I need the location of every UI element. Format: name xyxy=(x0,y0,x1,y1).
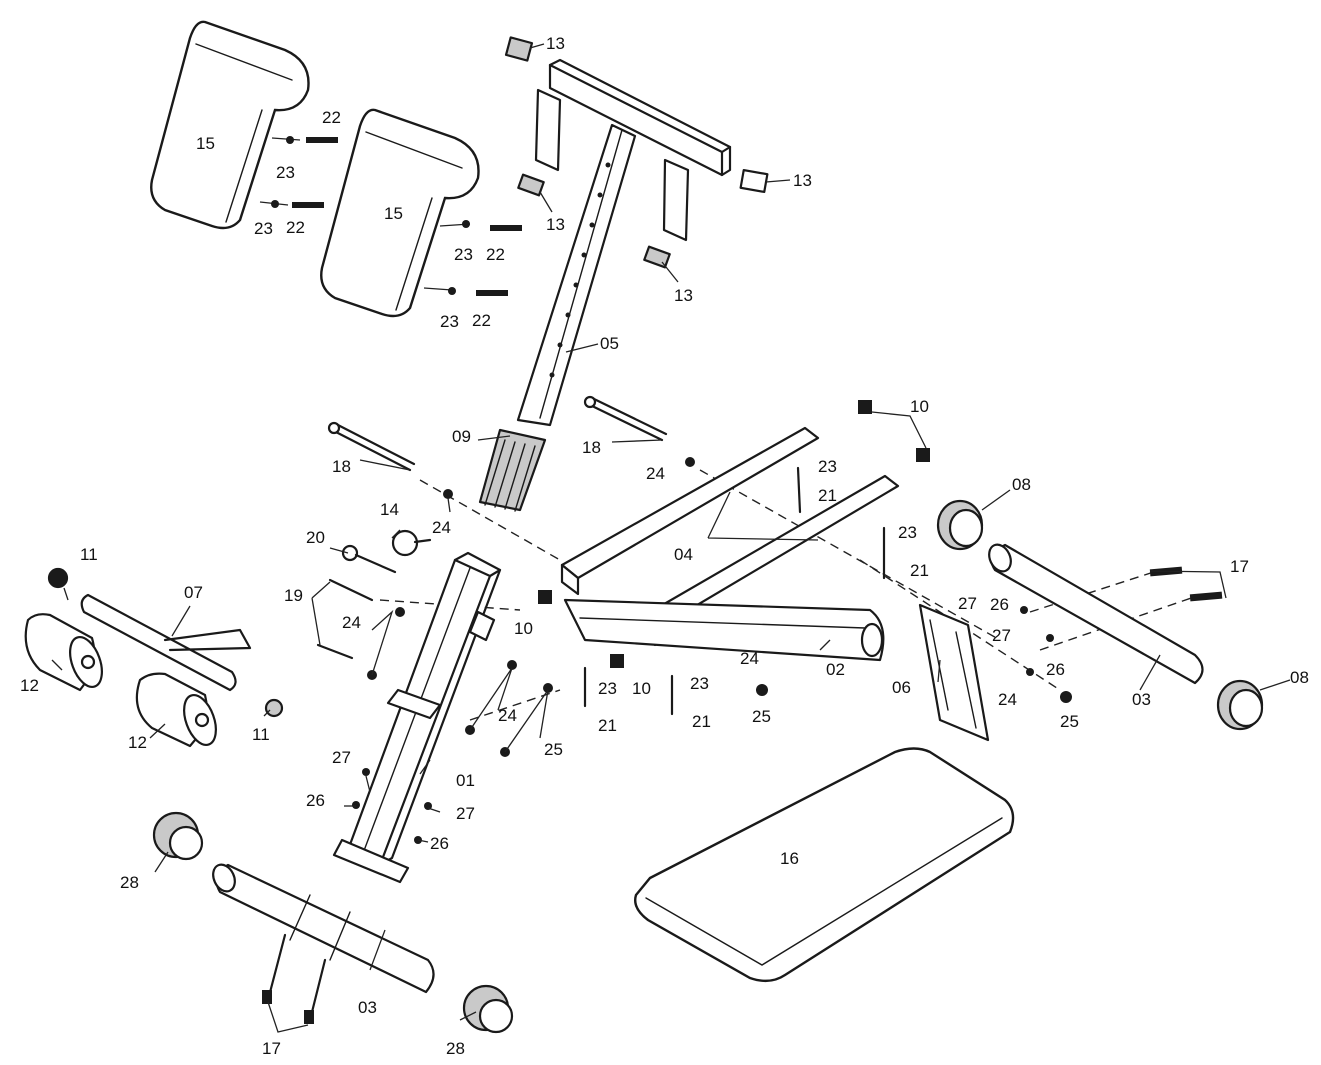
label-19: 19 xyxy=(284,586,303,605)
end-caps-28 xyxy=(152,811,514,1034)
label-27-a: 27 xyxy=(958,594,977,613)
upper-frame-05 xyxy=(516,58,732,427)
small-hardware xyxy=(352,400,1072,844)
label-23-h: 23 xyxy=(690,674,709,693)
label-25-a: 25 xyxy=(544,740,563,759)
label-03-front: 03 xyxy=(358,998,377,1017)
back-pad-upper xyxy=(150,20,310,230)
back-pad-lower xyxy=(320,108,480,318)
label-21-a: 21 xyxy=(818,486,837,505)
pop-pin-knob-14 xyxy=(391,529,432,557)
label-11-bottom: 11 xyxy=(252,725,270,744)
label-10-left: 10 xyxy=(514,619,533,638)
end-caps-11 xyxy=(47,567,284,718)
label-24-b: 24 xyxy=(646,464,665,483)
label-22-a: 22 xyxy=(322,108,341,127)
label-06: 06 xyxy=(892,678,911,697)
label-08-lower: 08 xyxy=(1290,668,1309,687)
label-17-rear: 17 xyxy=(1230,557,1249,576)
base-tube-03-front xyxy=(212,863,435,994)
rods-18 xyxy=(327,395,695,499)
label-16: 16 xyxy=(780,849,799,868)
label-12-right: 12 xyxy=(128,733,147,752)
label-26-d: 26 xyxy=(430,834,449,853)
label-07: 07 xyxy=(184,583,203,602)
label-24-c: 24 xyxy=(342,613,361,632)
label-08-upper: 08 xyxy=(1012,475,1031,494)
label-23-f: 23 xyxy=(898,523,917,542)
label-09: 09 xyxy=(452,427,471,446)
label-03-rear: 03 xyxy=(1132,690,1151,709)
seat-frame-02 xyxy=(563,598,885,662)
label-25-b: 25 xyxy=(752,707,771,726)
label-11-top: 11 xyxy=(80,545,98,564)
main-frame-01 xyxy=(332,551,502,884)
label-23-e: 23 xyxy=(818,457,837,476)
part-number-labels: 01 02 03 03 04 05 06 07 08 08 09 10 10 1… xyxy=(20,34,1309,1058)
label-01: 01 xyxy=(456,771,475,790)
label-22-c: 22 xyxy=(486,245,505,264)
label-27-c: 27 xyxy=(332,748,351,767)
foam-rollers-12 xyxy=(24,613,217,748)
label-22-d: 22 xyxy=(472,311,491,330)
label-23-b: 23 xyxy=(254,219,273,238)
seat-pad-16 xyxy=(634,747,1015,983)
end-caps-13 xyxy=(504,36,769,269)
label-15-upper: 15 xyxy=(196,134,215,153)
label-13-top: 13 xyxy=(546,34,565,53)
label-24-f: 24 xyxy=(998,690,1017,709)
label-20: 20 xyxy=(306,528,325,547)
label-24-e: 24 xyxy=(740,649,759,668)
label-15-lower: 15 xyxy=(384,204,403,223)
label-13-mid: 13 xyxy=(546,215,565,234)
bolts-17-front xyxy=(262,933,327,1024)
label-18-left: 18 xyxy=(332,457,351,476)
label-28-right: 28 xyxy=(446,1039,465,1058)
label-23-a: 23 xyxy=(276,163,295,182)
label-13-bottom: 13 xyxy=(674,286,693,305)
label-10-right: 10 xyxy=(910,397,929,416)
label-12-left: 12 xyxy=(20,676,39,695)
label-04: 04 xyxy=(674,545,693,564)
bolt-20 xyxy=(341,544,397,574)
label-21-c: 21 xyxy=(598,716,617,735)
bolts-19 xyxy=(316,578,553,757)
label-17-front: 17 xyxy=(262,1039,281,1058)
label-22-b: 22 xyxy=(286,218,305,237)
label-25-c: 25 xyxy=(1060,712,1079,731)
label-05: 05 xyxy=(600,334,619,353)
label-14: 14 xyxy=(380,500,399,519)
end-caps-08 xyxy=(936,499,1264,731)
roller-bar-07 xyxy=(80,593,252,692)
label-23-g: 23 xyxy=(598,679,617,698)
label-23-d: 23 xyxy=(440,312,459,331)
label-26-b: 26 xyxy=(1046,660,1065,679)
label-10-center: 10 xyxy=(632,679,651,698)
spring-09 xyxy=(478,428,547,512)
label-13-right: 13 xyxy=(793,171,812,190)
label-24-d: 24 xyxy=(498,706,517,725)
leader-lines xyxy=(51,43,1291,1033)
label-23-c: 23 xyxy=(454,245,473,264)
label-24-a: 24 xyxy=(432,518,451,537)
base-tube-03-rear xyxy=(988,543,1204,685)
bracket-06 xyxy=(918,603,990,742)
label-28-left: 28 xyxy=(120,873,139,892)
label-21-d: 21 xyxy=(692,712,711,731)
label-26-c: 26 xyxy=(306,791,325,810)
label-27-d: 27 xyxy=(456,804,475,823)
label-26-a: 26 xyxy=(990,595,1009,614)
label-27-b: 27 xyxy=(992,626,1011,645)
label-02: 02 xyxy=(826,660,845,679)
label-21-b: 21 xyxy=(910,561,929,580)
pad-bolts xyxy=(259,136,522,296)
label-18-right: 18 xyxy=(582,438,601,457)
